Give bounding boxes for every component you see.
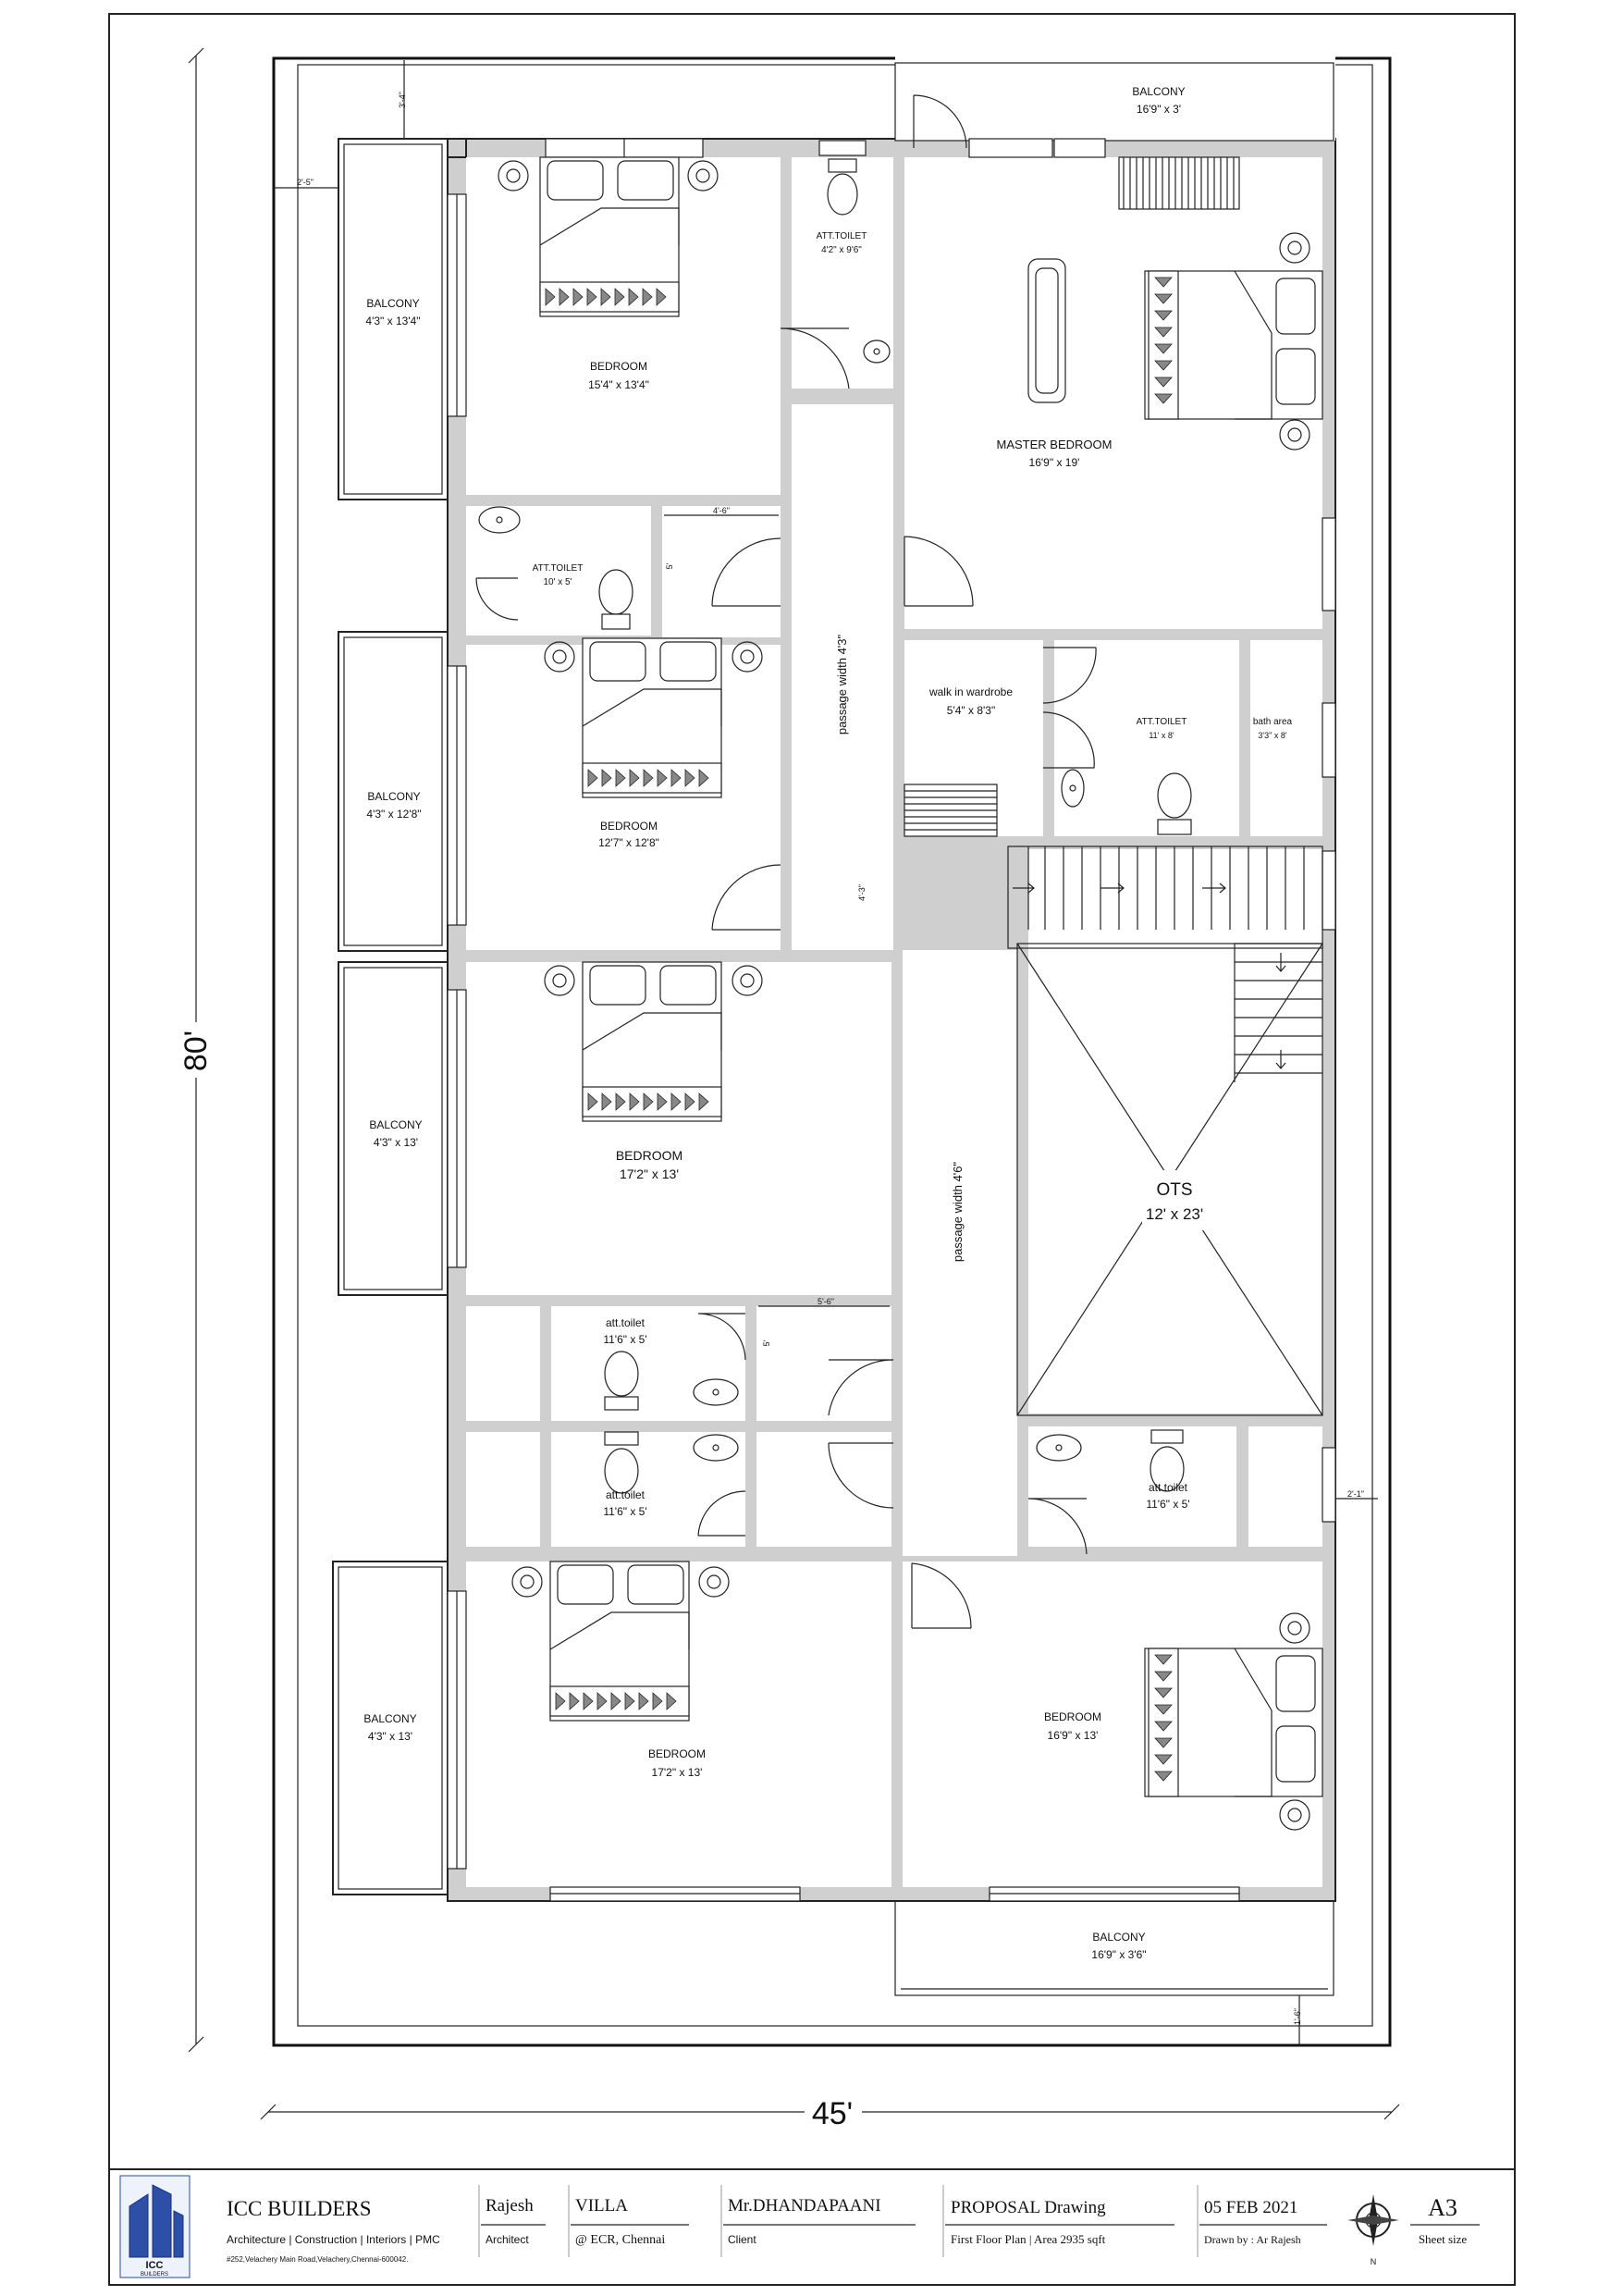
bed-4: [511, 1561, 730, 1722]
bedroom-3-size: 17'2" x 13': [620, 1167, 679, 1181]
att-toilet-1-size: 4'2" x 9'6": [821, 245, 862, 255]
balcony-1-size: 4'3" x 13'4": [365, 315, 420, 327]
att-toilet-2-size: 10' x 5': [543, 577, 572, 587]
sanitary-fixtures: [478, 140, 1192, 1494]
doors: [475, 94, 1097, 1629]
bed-3: [544, 961, 763, 1122]
balcony-1-name: BALCONY: [366, 297, 419, 310]
title-block: ICC BUILDERS ICC BUILDERS Architecture |…: [119, 2175, 1480, 2278]
dim-d1: 3'-4": [398, 92, 407, 108]
dim-d7: 5': [762, 1339, 771, 1346]
company-name: ICC BUILDERS: [227, 2197, 372, 2220]
architect-name: Rajesh: [486, 2196, 534, 2216]
passage-2-label: passage width 4'6": [951, 1161, 965, 1262]
balcony-2-name: BALCONY: [367, 790, 420, 803]
bed-1: [498, 156, 719, 317]
balcony-3-size: 4'3" x 13': [374, 1136, 418, 1149]
balcony-4-name: BALCONY: [363, 1712, 416, 1725]
balcony-3-name: BALCONY: [369, 1118, 422, 1131]
wardrobe-shelves: [904, 156, 1240, 837]
setback-line: [297, 64, 1373, 2027]
att-toilet-3-size: 11' x 8': [1149, 731, 1174, 740]
bedroom-1-size: 15'4" x 13'4": [588, 378, 649, 391]
att-toilet-5-size: 11'6" x 5': [603, 1505, 646, 1518]
logo-sub: BUILDERS: [141, 2272, 168, 2277]
att-toilet-6-name: att.toilet: [1149, 1481, 1188, 1494]
bedroom-2-size: 12'7" x 12'8": [598, 836, 659, 849]
bedroom-4-name: BEDROOM: [648, 1747, 706, 1760]
dimension-width: 45': [260, 2096, 1400, 2131]
architect-label: Architect: [486, 2233, 529, 2246]
dim-d3: 4'-6": [713, 506, 730, 515]
master-bedroom-size: 16'9" x 19': [1029, 456, 1080, 469]
sheet-size-label: Sheet size: [1419, 2232, 1468, 2246]
company-address: #252,Velachery Main Road,Velachery,Chenn…: [227, 2255, 408, 2264]
north-compass-icon: N: [1347, 2194, 1399, 2266]
balcony-bottom-size: 16'9" x 3'6": [1091, 1948, 1146, 1961]
title-block-frame: [108, 2168, 1516, 2286]
balcony-top-name: BALCONY: [1132, 85, 1185, 98]
bed-master: [1144, 232, 1323, 451]
bath-area-name: bath area: [1253, 717, 1293, 727]
dimension-width-label: 45': [812, 2096, 853, 2131]
dim-d6: 5'-6": [818, 1297, 834, 1306]
balconies: [332, 62, 1334, 1996]
bedroom-5-size: 16'9" x 13': [1048, 1729, 1099, 1742]
balcony-top-size: 16'9" x 3': [1137, 103, 1181, 116]
windows: [447, 138, 1336, 1902]
ots-size: 12' x 23': [1146, 1205, 1203, 1223]
logo-letters: ICC: [146, 2260, 164, 2271]
small-dimensions: 3'-4" 2'-5" 4'-6" 5' 4'-3" 5'-6" 5' 2'-1…: [274, 60, 1378, 2045]
balcony-4-size: 4'3" x 13': [368, 1730, 412, 1743]
bedroom-4-size: 17'2" x 13': [652, 1766, 703, 1779]
balcony-bottom-name: BALCONY: [1092, 1931, 1145, 1944]
att-toilet-4-size: 11'6" x 5': [603, 1333, 646, 1346]
sheet-size: A3: [1428, 2194, 1457, 2221]
bath-area-size: 3'3" x 8': [1258, 731, 1286, 740]
bedroom-5-name: BEDROOM: [1044, 1710, 1101, 1723]
master-bedroom-name: MASTER BEDROOM: [997, 438, 1113, 451]
dimension-height-label: 80': [178, 1031, 214, 1071]
dim-d2: 2'-5": [297, 178, 314, 187]
drawing-description: First Floor Plan | Area 2935 sqft: [951, 2232, 1106, 2246]
drawing-type: PROPOSAL Drawing: [951, 2198, 1106, 2217]
att-toilet-1-name: ATT.TOILET: [817, 231, 867, 241]
bedroom-3-name: BEDROOM: [616, 1148, 682, 1163]
att-toilet-4-name: att.toilet: [606, 1316, 646, 1329]
dim-d4: 5': [665, 562, 674, 569]
balcony-2-size: 4'3" x 12'8": [366, 808, 421, 821]
att-toilet-5-name: att.toilet: [606, 1488, 646, 1501]
att-toilet-2-name: ATT.TOILET: [533, 563, 584, 574]
dimension-height: 80': [178, 47, 214, 2053]
client-label: Client: [728, 2233, 756, 2246]
project-name: VILLA: [575, 2196, 628, 2216]
client-name: Mr.DHANDAPAANI: [728, 2196, 881, 2216]
dim-d5: 4'-3": [857, 884, 867, 901]
company-tagline: Architecture | Construction | Interiors …: [227, 2233, 440, 2246]
att-toilet-3-name: ATT.TOILET: [1137, 717, 1187, 727]
room-labels: BALCONY 16'9" x 3' BEDROOM 15'4" x 13'4"…: [363, 85, 1292, 1961]
drawn-by: Drawn by : Ar Rajesh: [1204, 2233, 1301, 2246]
plot-boundary: [272, 56, 1392, 2047]
dim-d9: 1'-6": [1293, 2008, 1302, 2025]
north-label: N: [1371, 2257, 1377, 2266]
bed-2: [544, 637, 763, 798]
walk-in-wardrobe-size: 5'4" x 8'3": [947, 704, 995, 717]
att-toilet-6-size: 11'6" x 5': [1146, 1498, 1189, 1511]
drawing-date: 05 FEB 2021: [1204, 2198, 1297, 2217]
staircase: [1007, 846, 1323, 1082]
bedroom-1-name: BEDROOM: [590, 360, 647, 373]
bedroom-2-name: BEDROOM: [600, 820, 658, 833]
passage-1-label: passage width 4'3": [835, 634, 849, 734]
ots-void: [1016, 943, 1323, 1416]
ots-name: OTS: [1156, 1180, 1192, 1200]
bed-5: [1144, 1612, 1323, 1831]
walk-in-wardrobe-name: walk in wardrobe: [928, 685, 1013, 698]
project-location: @ ECR, Chennai: [575, 2233, 665, 2247]
dim-d8: 2'-1": [1347, 1489, 1364, 1499]
